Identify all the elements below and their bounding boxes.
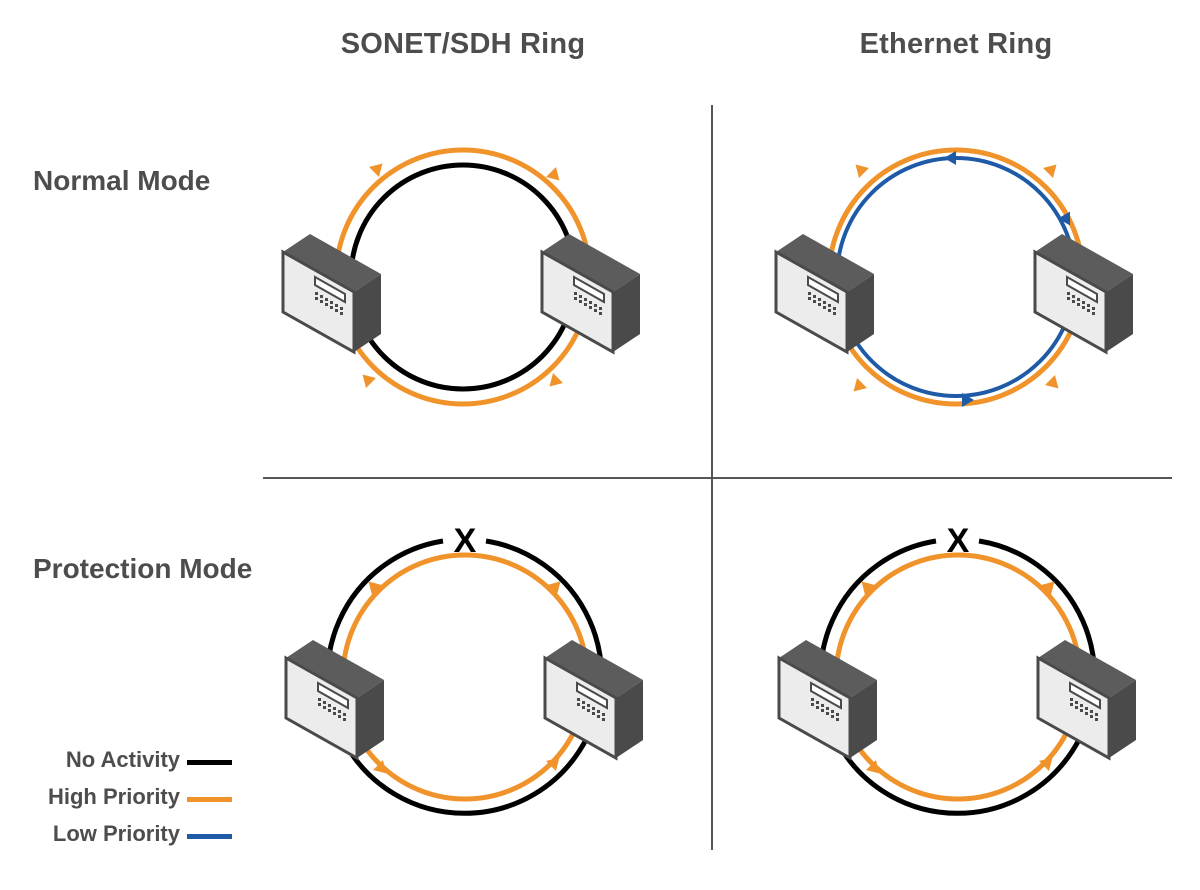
ring-ethernet-protection: X <box>777 522 1138 816</box>
legend-label: Low Priority <box>52 821 180 846</box>
ring-sonet-protection: X <box>284 522 645 816</box>
device-right <box>543 638 645 760</box>
device-left <box>284 638 386 760</box>
row-title-normal: Normal Mode <box>33 165 211 196</box>
ring-sonet-normal <box>281 147 642 407</box>
device-left <box>281 232 383 354</box>
legend-swatch <box>187 834 232 839</box>
legend-item-no-activity: No Activity <box>30 745 240 782</box>
device-right <box>1033 232 1135 354</box>
device-left <box>774 232 876 354</box>
break-marker: X <box>454 522 477 560</box>
legend: No Activity High Priority Low Priority <box>30 745 240 856</box>
high-priority-arrows <box>853 164 1059 392</box>
high-priority-arrows <box>368 581 561 774</box>
legend-swatch <box>187 797 232 802</box>
high-priority-arrows <box>861 581 1055 774</box>
legend-label: High Priority <box>47 784 180 809</box>
row-title-protection: Protection Mode <box>33 553 253 584</box>
legend-item-low-priority: Low Priority <box>30 819 240 856</box>
legend-label: No Activity <box>65 747 180 772</box>
legend-item-high-priority: High Priority <box>30 782 240 819</box>
column-title-ethernet: Ethernet Ring <box>859 28 1053 60</box>
high-priority-arrows <box>362 163 563 388</box>
ring-ethernet-normal <box>774 147 1135 407</box>
device-right <box>1036 638 1138 760</box>
legend-swatch <box>187 760 232 765</box>
break-marker: X <box>947 522 970 560</box>
column-title-sonet: SONET/SDH Ring <box>340 28 586 60</box>
device-left <box>777 638 879 760</box>
